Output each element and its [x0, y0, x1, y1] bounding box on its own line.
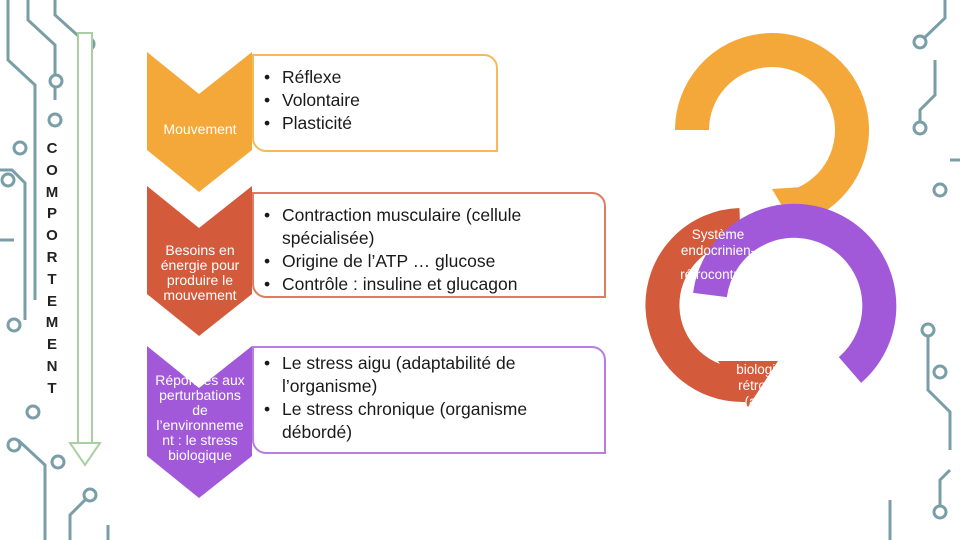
- bullet-item: Plasticité: [258, 112, 492, 135]
- bullet-item: Le stress chronique (organisme débordé): [258, 398, 600, 444]
- label-line: musculaire –: [710, 121, 820, 137]
- label-line: endocrinien-: [663, 243, 773, 259]
- bullet-item: Le stress aigu (adaptabilité de l’organi…: [258, 352, 600, 398]
- bullet-item: Volontaire: [258, 89, 492, 112]
- label-line: (axe HHP): [718, 394, 834, 410]
- letter: O: [40, 160, 64, 182]
- row1-box: Réflexe Volontaire Plasticité: [252, 54, 498, 152]
- bullet-item: Contraction musculaire (cellule spéciali…: [258, 204, 600, 250]
- letter: R: [40, 247, 64, 269]
- label-line: Besoins en: [150, 243, 250, 258]
- label-spacer: [663, 259, 773, 267]
- cycle-label-1: Système musculaire – système nerveux: [710, 105, 820, 169]
- bullet-item: Réflexe: [258, 66, 492, 89]
- letter: M: [40, 182, 64, 204]
- letter: E: [40, 334, 64, 356]
- label-line: nt : le stress: [148, 433, 252, 448]
- label-line: système: [710, 137, 820, 153]
- letter: P: [40, 203, 64, 225]
- letter: C: [40, 138, 64, 160]
- label-line: biologiques –: [718, 362, 834, 378]
- label-line: biologique: [148, 448, 252, 463]
- row3-label: Réponses aux perturbations de l’environn…: [148, 373, 252, 463]
- label-line: Intégration des: [718, 330, 834, 346]
- bullet-item: Origine de l’ATP … glucose: [258, 250, 600, 273]
- letter: M: [40, 312, 64, 334]
- label-line: l’environneme: [148, 418, 252, 433]
- row2-box: Contraction musculaire (cellule spéciali…: [252, 192, 606, 298]
- bullet-item: Contrôle : insuline et glucagon: [258, 273, 600, 296]
- label-line: produire le: [150, 273, 250, 288]
- cycle-label-3: Intégration des systèmes biologiques – r…: [718, 330, 834, 410]
- label-line: nerveux: [710, 153, 820, 169]
- label-line: rétrocontrôle: [663, 267, 773, 283]
- letter: T: [40, 269, 64, 291]
- row2-label: Besoins en énergie pour produire le mouv…: [150, 243, 250, 303]
- label-line: Réponses aux: [148, 373, 252, 388]
- row1-label: Mouvement: [150, 122, 250, 137]
- timeline-arrow-shaft: [78, 33, 92, 443]
- letter: N: [40, 356, 64, 378]
- label-line: rétrocontrôle: [718, 378, 834, 394]
- letter: E: [40, 291, 64, 313]
- timeline-arrow-head: [70, 443, 100, 465]
- label-line: systèmes: [718, 346, 834, 362]
- label-line: Système: [710, 105, 820, 121]
- row3-box: Le stress aigu (adaptabilité de l’organi…: [252, 346, 606, 454]
- label-line: énergie pour: [150, 258, 250, 273]
- letter: T: [40, 378, 64, 400]
- label-line: de: [148, 403, 252, 418]
- label-line: mouvement: [150, 288, 250, 303]
- vertical-word-comportement: C O M P O R T E M E N T: [40, 138, 64, 400]
- letter: O: [40, 225, 64, 247]
- label-line: Système: [663, 227, 773, 243]
- label-line: perturbations: [148, 388, 252, 403]
- cycle-label-2: Système endocrinien- rétrocontrôle: [663, 227, 773, 283]
